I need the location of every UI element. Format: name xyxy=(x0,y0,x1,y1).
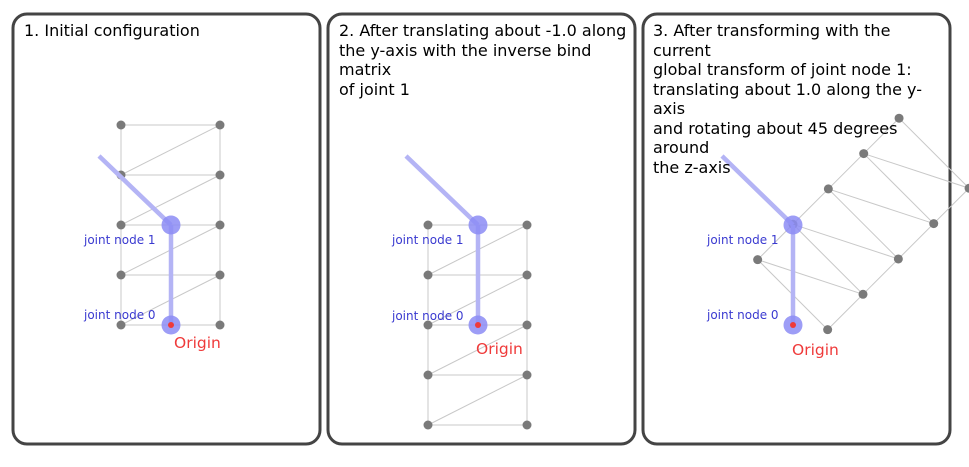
panel-3-diagram xyxy=(720,113,969,335)
mesh-edge xyxy=(792,223,864,295)
mesh-edge xyxy=(120,124,221,176)
mesh-vertex xyxy=(423,320,433,330)
joint-node-1 xyxy=(783,215,803,235)
mesh-vertex xyxy=(215,170,225,180)
mesh-edge xyxy=(828,153,865,190)
origin-label: Origin xyxy=(476,340,523,358)
mesh-edge xyxy=(828,188,934,225)
mesh-vertex xyxy=(116,320,126,330)
joint-node-1-label: joint node 1 xyxy=(706,233,779,247)
mesh-vertex xyxy=(859,149,869,159)
panel-2-caption: 2. After translating about -1.0 along th… xyxy=(339,21,627,99)
origin-label: Origin xyxy=(174,334,221,352)
mesh-vertex xyxy=(522,220,532,230)
mesh-vertex xyxy=(522,370,532,380)
mesh-vertex xyxy=(753,255,763,265)
mesh-vertex xyxy=(116,270,126,280)
mesh-edge xyxy=(863,153,935,224)
mesh-vertex xyxy=(858,289,868,299)
mesh-edge xyxy=(933,187,969,224)
mesh-vertex xyxy=(893,254,903,264)
mesh-edge xyxy=(862,258,899,295)
mesh-vertex xyxy=(215,120,225,130)
mesh-edge xyxy=(427,324,528,376)
joint-node-1 xyxy=(468,215,488,235)
joint-node-1-label: joint node 1 xyxy=(391,233,464,247)
origin-label: Origin xyxy=(792,341,839,359)
mesh-vertex xyxy=(522,320,532,330)
mesh-edge xyxy=(898,117,969,189)
mesh-vertex xyxy=(929,219,939,229)
mesh-edge xyxy=(898,223,935,260)
mesh-edge xyxy=(828,188,899,260)
joint-node-1-label: joint node 1 xyxy=(83,233,156,247)
panel-1-diagram xyxy=(97,120,225,335)
mesh-vertex xyxy=(522,420,532,430)
mesh-vertex xyxy=(823,325,833,335)
mesh-vertex xyxy=(522,270,532,280)
panel-3-caption: 3. After transforming with the current g… xyxy=(653,21,922,177)
mesh-vertex xyxy=(964,183,969,193)
mesh-vertex xyxy=(116,220,126,230)
mesh-edge xyxy=(120,174,221,226)
joint-node-1 xyxy=(161,215,181,235)
mesh-vertex xyxy=(423,220,433,230)
mesh-vertex xyxy=(423,370,433,380)
origin-point xyxy=(475,322,481,328)
panel-2-diagram xyxy=(404,154,532,430)
mesh-edge xyxy=(792,223,899,260)
mesh-vertex xyxy=(215,270,225,280)
mesh-edge xyxy=(427,374,528,426)
mesh-vertex xyxy=(215,220,225,230)
origin-point xyxy=(790,322,796,328)
mesh-edge xyxy=(757,259,864,295)
bone xyxy=(720,154,795,227)
mesh-vertex xyxy=(894,113,904,123)
mesh-vertex xyxy=(423,420,433,430)
joint-node-0-label: joint node 0 xyxy=(83,308,156,322)
mesh-vertex xyxy=(116,120,126,130)
mesh-vertex xyxy=(823,184,833,194)
origin-point xyxy=(168,322,174,328)
joint-node-0-label: joint node 0 xyxy=(391,309,464,323)
panel-1-caption: 1. Initial configuration xyxy=(24,21,200,40)
bone xyxy=(97,154,173,227)
bone xyxy=(404,154,480,227)
mesh-edge xyxy=(827,293,864,331)
mesh-vertex xyxy=(215,320,225,330)
joint-node-0-label: joint node 0 xyxy=(706,308,779,322)
mesh-vertex xyxy=(423,270,433,280)
mesh-edge xyxy=(863,153,969,189)
mesh-edge xyxy=(863,117,900,154)
